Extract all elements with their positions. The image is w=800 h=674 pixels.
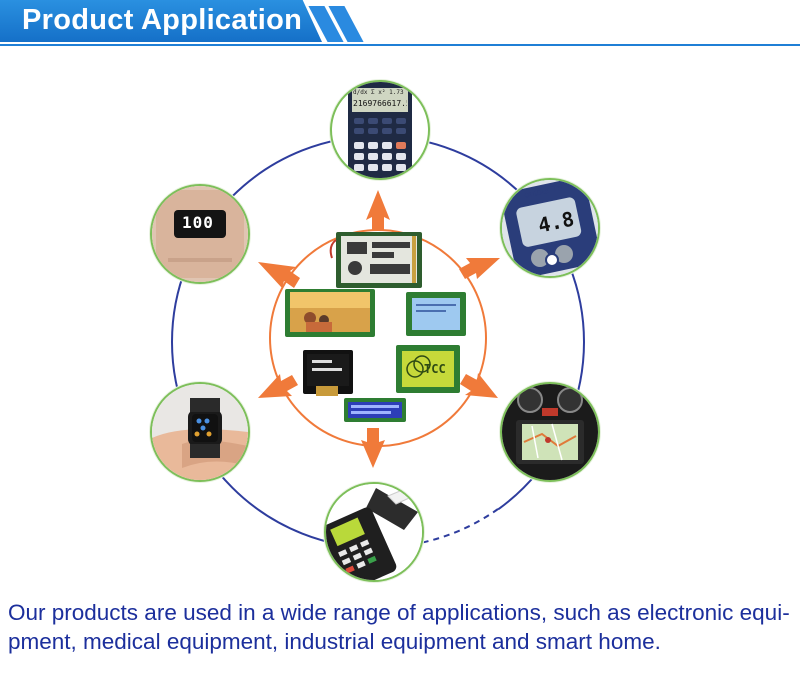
calculator-icon xyxy=(348,82,412,178)
blue-lcd-module xyxy=(406,292,466,336)
description-line-1: Our products are used in a wide range of… xyxy=(8,600,790,625)
yg-lcd-logo: TCC xyxy=(424,362,446,376)
powerbank-reading: 100 xyxy=(182,213,214,232)
glucose-meter-icon xyxy=(502,180,598,276)
tft-lcd-module xyxy=(285,289,375,337)
app-bubble-calculator: d/dx Σ x² 1.73 2169766617.5 xyxy=(330,80,430,180)
arrow-bottom-left xyxy=(258,374,298,398)
app-bubble-power-bank: 100 xyxy=(150,184,250,284)
app-bubble-smart-watch xyxy=(150,382,250,482)
outer-ring-dashed-segment xyxy=(419,507,500,545)
car-navigation-icon xyxy=(502,384,598,480)
arrow-top-right xyxy=(459,258,500,279)
outer-ring-dashed-segment xyxy=(419,508,499,544)
calculator-display-line1: d/dx Σ x² 1.73 xyxy=(353,89,404,96)
pos-terminal-icon xyxy=(326,484,422,580)
arrow-bottom-right xyxy=(460,373,498,398)
app-bubble-pos-terminal xyxy=(324,482,424,582)
banner-underline xyxy=(0,44,800,46)
description-line-2: pment, medical equipment, industrial equ… xyxy=(8,629,661,654)
header-banner: Product Application xyxy=(0,0,800,48)
character-lcd-module xyxy=(344,398,406,422)
arrow-top xyxy=(366,190,390,230)
app-bubble-glucose-meter: ontour TS 4.8 xyxy=(500,178,600,278)
arrow-top-left xyxy=(258,262,300,288)
app-bubble-car-navigation xyxy=(500,382,600,482)
yellow-green-lcd-module xyxy=(396,345,460,393)
calculator-display-line2: 2169766617.5 xyxy=(353,99,407,108)
diagram-svg xyxy=(171,135,585,549)
arrow-bottom xyxy=(361,428,385,468)
banner-bar xyxy=(0,0,322,42)
smart-watch-icon xyxy=(152,384,248,480)
page-title: Product Application xyxy=(22,4,303,36)
application-diagram: TCC d/dx Σ x² 1.73 2169766617.5 xyxy=(150,80,600,582)
power-bank-icon xyxy=(152,186,248,282)
graphic-lcd-module xyxy=(329,232,422,288)
oled-module xyxy=(303,350,353,396)
description-text: Our products are used in a wide range of… xyxy=(8,598,792,656)
